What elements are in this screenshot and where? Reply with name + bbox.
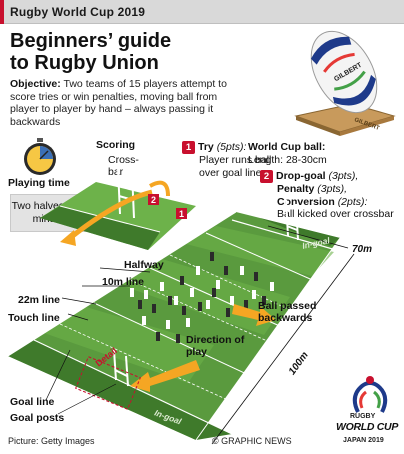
header-title: Rugby World Cup 2019 — [10, 5, 146, 19]
try-marker-1-number: 1 — [179, 209, 184, 219]
rugby-ball-illustration: GILBERT GILBERT — [294, 30, 396, 136]
in-goal-bottom — [8, 340, 232, 440]
stopwatch-icon — [24, 138, 56, 175]
halfway-label: Halfway — [124, 259, 164, 271]
conversion-points: (2pts): — [337, 195, 368, 208]
scoring-goal-line — [59, 205, 161, 233]
playing-time-label: Playing time — [8, 177, 70, 189]
try-arrowhead — [60, 230, 76, 246]
logo-line-2: WORLD CUP — [336, 421, 399, 433]
twenty-two-line — [93, 302, 269, 385]
drop-desc: Ball kicked over crossbar — [277, 208, 394, 220]
twenty-two-line-b — [205, 232, 327, 287]
goal-posts-label: Goal posts — [10, 412, 65, 424]
logo-line-1: RUGBY — [350, 413, 376, 420]
try-points: (5pts): — [216, 141, 247, 153]
touch-line-label: Touch line — [8, 312, 60, 324]
ten-m-line-b — [169, 254, 313, 321]
try-label: Try — [198, 141, 214, 153]
try-arrow — [68, 189, 153, 240]
kick-arrow — [149, 180, 170, 197]
conversion-label: Conversion — [277, 195, 335, 208]
picture-credit: Picture: Getty Images — [8, 436, 95, 446]
crossbar-label: Cross-bar — [108, 154, 139, 178]
ten-m-label: 10m line — [102, 276, 145, 288]
header-accent — [0, 0, 4, 24]
touch-line-left — [7, 211, 237, 357]
penalty-points: (3pts), — [317, 183, 348, 195]
direction-arrow — [130, 360, 200, 392]
leader-lines — [45, 267, 151, 415]
scoring-in-goal — [40, 206, 160, 250]
penalty-label: Penalty — [277, 183, 315, 195]
players-team-dark — [138, 252, 266, 343]
goal-line-label: Goal line — [10, 396, 55, 408]
objective-body: Two teams of 15 players attempt to score… — [10, 78, 227, 128]
logo-line-3: JAPAN 2019 — [343, 437, 384, 444]
objective-label: Objective: — [10, 78, 61, 90]
pitch-stripe — [186, 226, 334, 276]
title-line-1: Beginners’ guide — [10, 30, 172, 52]
width-dimension-line — [267, 225, 349, 249]
ten-m-line-a — [129, 279, 293, 353]
scoring-label: Scoring — [96, 139, 136, 151]
drop-points: (3pts), — [328, 170, 359, 182]
detail-box — [75, 356, 141, 410]
touch-line-right — [195, 237, 341, 441]
ball-passed-label: Ball passed backwards — [258, 300, 317, 324]
goal-posts-bottom — [113, 349, 129, 387]
drop-label: Drop-goal — [276, 170, 326, 182]
goal-line-top — [231, 219, 337, 251]
world-cup-ball-length: Length: 28-30cm — [248, 153, 327, 166]
twenty-two-label: 22m line — [18, 294, 61, 306]
players-team-white — [130, 266, 274, 329]
objective-text: Objective: Two teams of 15 players attem… — [10, 78, 235, 128]
ball-passed-arrow — [232, 304, 276, 326]
direction-label: Direction of play — [186, 334, 245, 358]
header-bar: Rugby World Cup 2019 — [0, 0, 404, 24]
width-dimension: 70m — [352, 244, 373, 255]
try-marker-2 — [148, 194, 159, 205]
world-cup-ball-label: World Cup ball: — [248, 141, 326, 153]
world-cup-ball-info: World Cup ball: Length: 28-30cm — [248, 141, 398, 166]
page-title: Beginners’ guide to Rugby Union — [10, 30, 240, 74]
copyright: © GRAPHIC NEWS — [212, 436, 292, 446]
try-badge: 1 — [182, 141, 195, 154]
halfway-line — [149, 267, 303, 337]
try-marker-1 — [176, 208, 187, 219]
try-desc: Player runs ball over goal line — [199, 154, 272, 179]
try-marker-2-number: 2 — [151, 195, 156, 205]
rugby-world-cup-logo — [352, 376, 388, 413]
title-line-2: to Rugby Union — [10, 52, 159, 74]
drop-badge: 2 — [260, 170, 273, 183]
pitch-stripe — [44, 307, 214, 383]
length-dimension-line — [211, 253, 355, 445]
